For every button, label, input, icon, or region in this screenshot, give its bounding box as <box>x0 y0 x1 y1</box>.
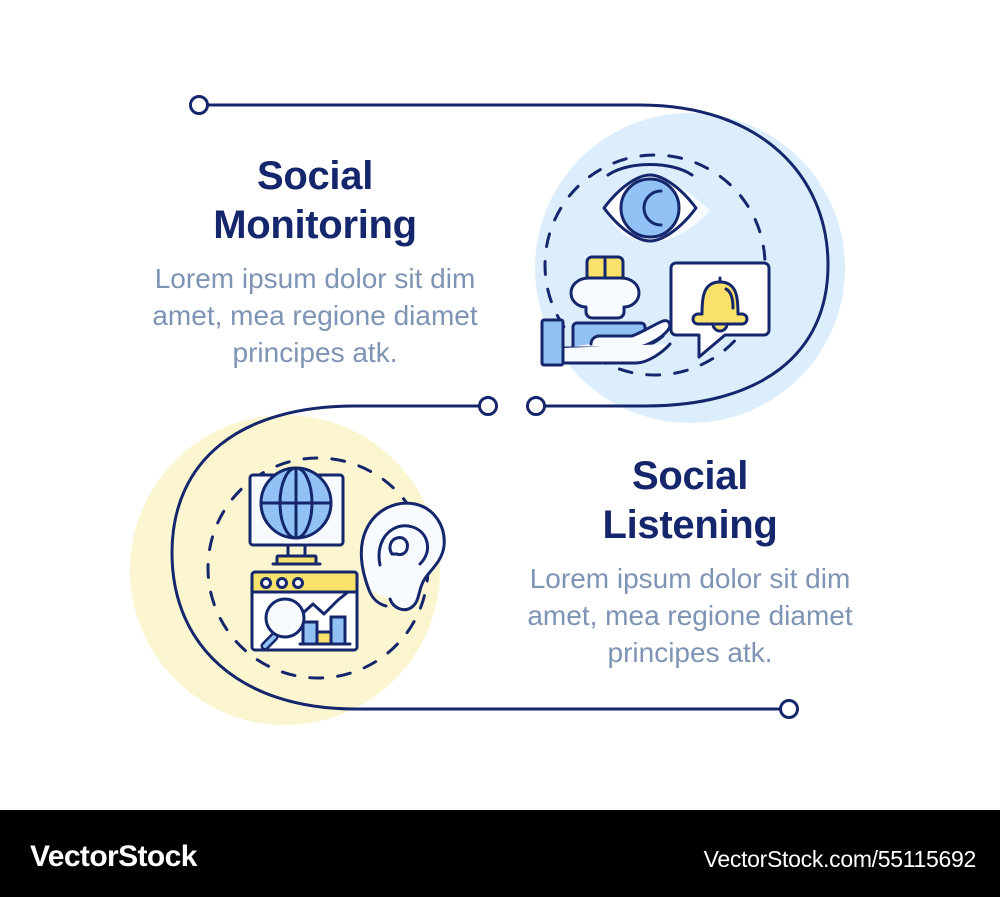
social-listening-title: Social Listening <box>602 454 778 547</box>
vectorstock-logo: VectorStock <box>30 840 197 873</box>
magnifier-icon <box>260 597 306 651</box>
dashboard-dot-3 <box>292 577 304 589</box>
social-listening-illustration <box>206 456 446 680</box>
listening-backdrop-circle <box>130 415 440 725</box>
person-head <box>569 276 641 320</box>
vectorstock-url: VectorStock.com/55115692 <box>703 846 977 872</box>
connector-nodes <box>189 95 799 719</box>
globe-meridians <box>261 466 331 540</box>
infographic-canvas: Social Monitoring Lorem ipsum dolor sit … <box>105 95 900 725</box>
connector-path-group <box>170 103 830 711</box>
bar-chart-bar-3 <box>329 615 347 646</box>
ear-icon <box>359 501 446 612</box>
bar-chart-bar-2 <box>315 630 333 646</box>
dashboard-dot-1 <box>260 577 272 589</box>
connector-path-bottom <box>170 404 785 711</box>
dashboard-dot-2 <box>276 577 288 589</box>
connector-node-mid-left[interactable] <box>478 396 498 416</box>
bell-clapper <box>711 322 729 333</box>
watermark-footer-bar: VectorStock VectorStock.com/55115692 <box>0 810 1000 897</box>
social-monitoring-illustration <box>540 153 771 377</box>
connector-node-mid-right[interactable] <box>526 396 546 416</box>
monitor-globe-icon <box>248 466 345 566</box>
social-listening-text-block: Social Listening Lorem ipsum dolor sit d… <box>480 452 900 671</box>
connector-path-top <box>203 103 830 408</box>
social-monitoring-title: Social Monitoring <box>213 154 417 247</box>
wrist-cuff <box>540 318 565 367</box>
hand-holding-person-icon <box>540 255 672 367</box>
connector-node-end[interactable] <box>779 699 799 719</box>
bell-icon <box>691 280 749 326</box>
social-monitoring-text-block: Social Monitoring Lorem ipsum dolor sit … <box>105 152 525 371</box>
social-monitoring-description: Lorem ipsum dolor sit dim amet, mea regi… <box>152 263 478 368</box>
eye-icon <box>602 173 710 243</box>
signal-arcs-icon <box>606 163 694 177</box>
monitor-neck <box>286 545 307 556</box>
social-listening-description: Lorem ipsum dolor sit dim amet, mea regi… <box>527 563 853 668</box>
analytics-dashboard-icon <box>250 570 359 652</box>
eye-iris <box>619 177 681 239</box>
line-chart-icon <box>301 590 350 616</box>
connector-node-start[interactable] <box>189 95 209 115</box>
moon-pupil-icon <box>642 189 663 227</box>
bell-notification-bubble-icon <box>669 261 771 359</box>
infographic-artwork <box>130 95 845 725</box>
bar-chart-bar-1 <box>301 620 319 646</box>
